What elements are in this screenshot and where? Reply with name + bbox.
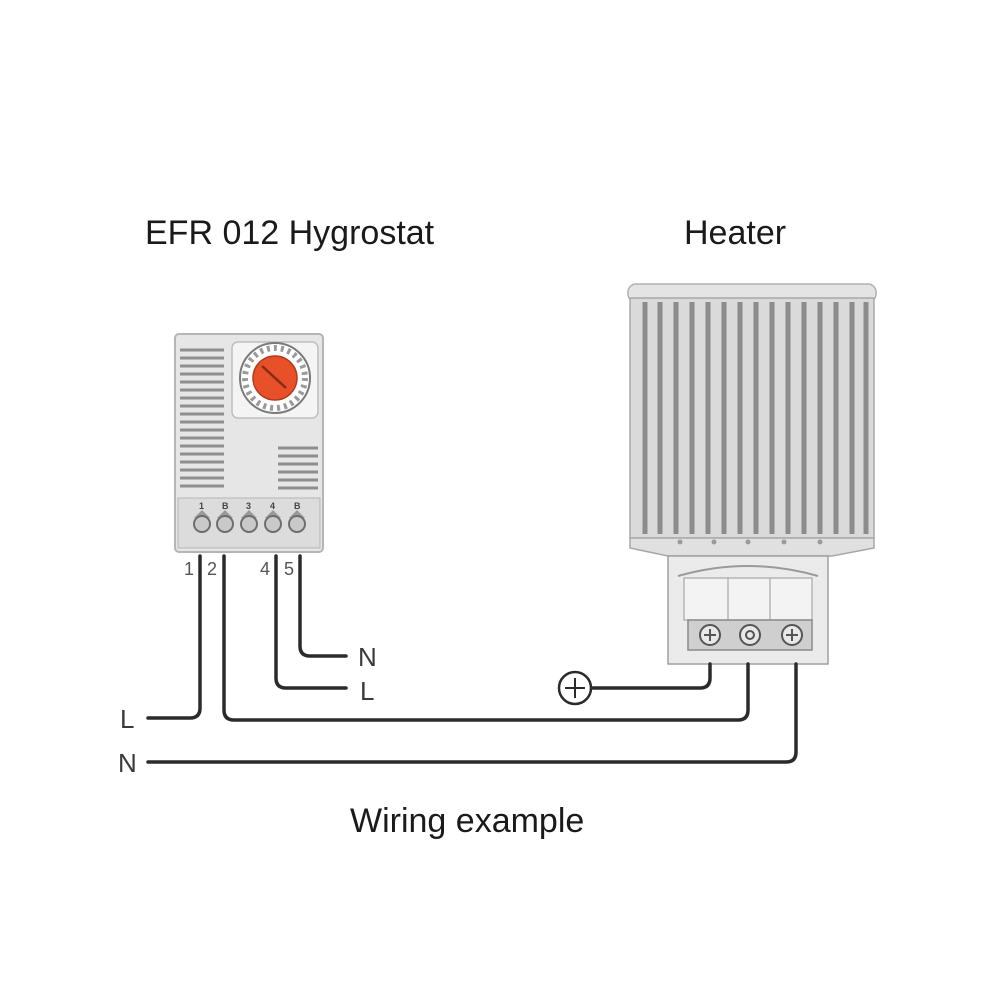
hygrostat-device: 1 B 3 4 B 1 2 4 5 bbox=[174, 333, 324, 579]
ground-icon bbox=[557, 670, 593, 706]
hygrostat-vents-left bbox=[180, 348, 224, 488]
heater-terminal-screws bbox=[699, 624, 803, 646]
wires bbox=[146, 554, 798, 764]
heater-device bbox=[627, 283, 877, 665]
wire-terminal-5-to-n bbox=[298, 554, 348, 658]
hygrostat-vents-right bbox=[278, 446, 318, 490]
svg-text:3: 3 bbox=[246, 501, 251, 511]
terminal-number-4: 4 bbox=[260, 559, 270, 579]
wire-terminal-4-to-l bbox=[274, 554, 348, 690]
heater-fins bbox=[642, 302, 869, 534]
hygrostat-title: EFR 012 Hygrostat bbox=[145, 214, 435, 252]
wire-terminal-1-to-l bbox=[146, 554, 202, 720]
wire-ground-to-heater bbox=[590, 662, 712, 690]
wire-label-right-n: N bbox=[358, 642, 377, 672]
wire-terminal-2-to-heater bbox=[222, 554, 750, 722]
wire-label-left-n: N bbox=[118, 748, 137, 778]
svg-text:B: B bbox=[222, 501, 229, 511]
svg-text:1: 1 bbox=[199, 501, 204, 511]
hygrostat-terminal-screws bbox=[193, 510, 306, 533]
terminal-number-2: 2 bbox=[207, 559, 217, 579]
wire-n-to-heater bbox=[146, 662, 798, 764]
svg-text:B: B bbox=[294, 501, 301, 511]
hygrostat-pin-marks: 1 B 3 4 B bbox=[199, 501, 301, 511]
terminal-number-1: 1 bbox=[184, 559, 194, 579]
wire-label-left-l: L bbox=[120, 704, 134, 734]
caption: Wiring example bbox=[350, 802, 584, 840]
wire-label-right-l: L bbox=[360, 676, 374, 706]
terminal-number-5: 5 bbox=[284, 559, 294, 579]
svg-text:4: 4 bbox=[270, 501, 275, 511]
heater-title: Heater bbox=[684, 214, 786, 252]
